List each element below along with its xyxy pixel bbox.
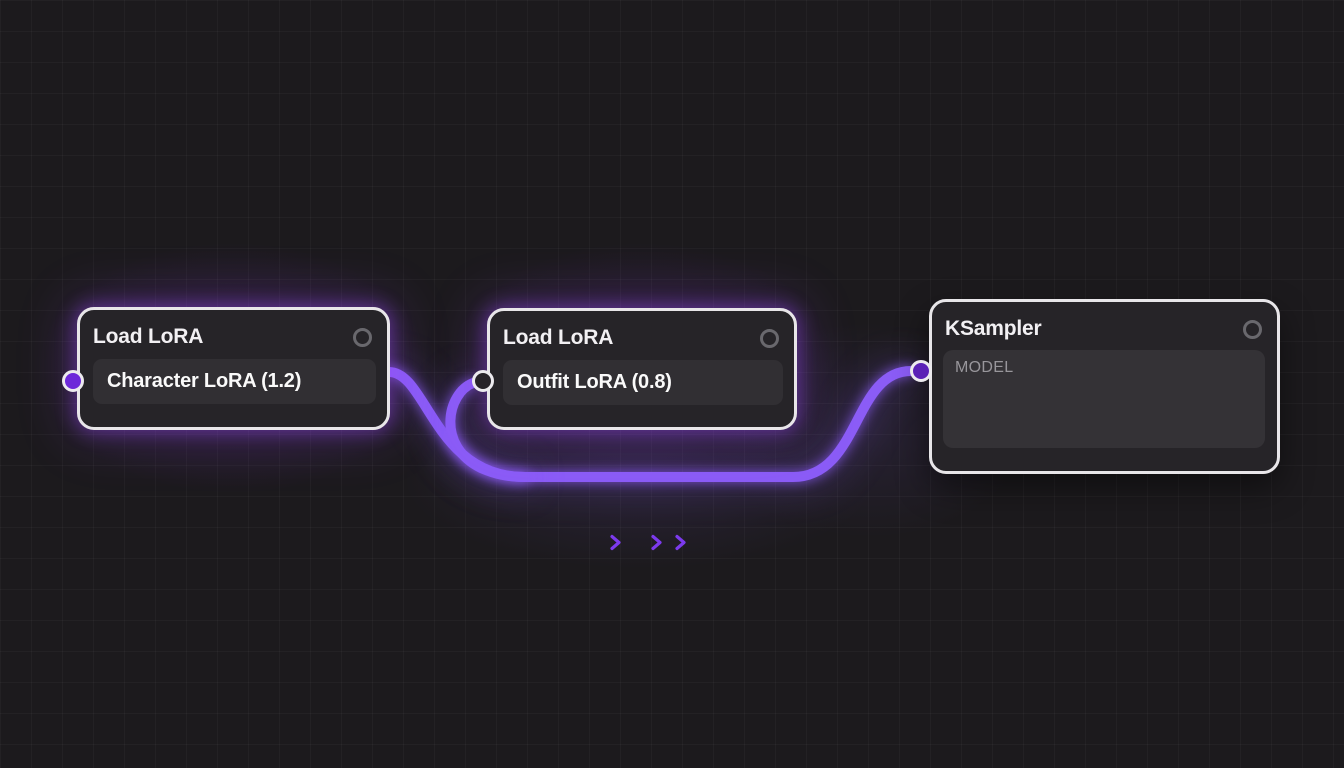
node-load-lora-character[interactable]: Load LoRA Character LoRA (1.2) — [77, 307, 390, 430]
node-ksampler[interactable]: KSampler MODEL — [929, 299, 1280, 474]
collapse-dot-icon[interactable] — [1243, 319, 1262, 339]
lora-name-widget[interactable]: Character LoRA (1.2) — [93, 359, 376, 404]
ksampler-inputs-panel: MODEL — [943, 350, 1265, 448]
node-title: Load LoRA — [503, 326, 614, 349]
chevron-right-icon — [675, 534, 686, 551]
node-title: KSampler — [945, 317, 1042, 340]
lora1-model-input-port[interactable] — [62, 370, 84, 392]
lora-name-value: Outfit LoRA (0.8) — [517, 371, 672, 393]
chevron-right-icon — [610, 534, 621, 551]
ksampler-model-input-port[interactable] — [910, 360, 932, 382]
collapse-dot-icon[interactable] — [353, 327, 372, 347]
node-header: KSampler — [945, 311, 1262, 347]
collapse-dot-icon[interactable] — [760, 328, 779, 348]
node-title: Load LoRA — [93, 325, 204, 348]
node-header: Load LoRA — [503, 320, 779, 356]
lora-name-widget[interactable]: Outfit LoRA (0.8) — [503, 360, 783, 405]
model-input-label: MODEL — [955, 359, 1014, 376]
node-header: Load LoRA — [93, 319, 372, 355]
chevron-right-icon — [651, 534, 662, 551]
node-load-lora-outfit[interactable]: Load LoRA Outfit LoRA (0.8) — [487, 308, 797, 430]
lora-name-value: Character LoRA (1.2) — [107, 370, 302, 392]
lora2-model-input-port[interactable] — [472, 370, 494, 392]
